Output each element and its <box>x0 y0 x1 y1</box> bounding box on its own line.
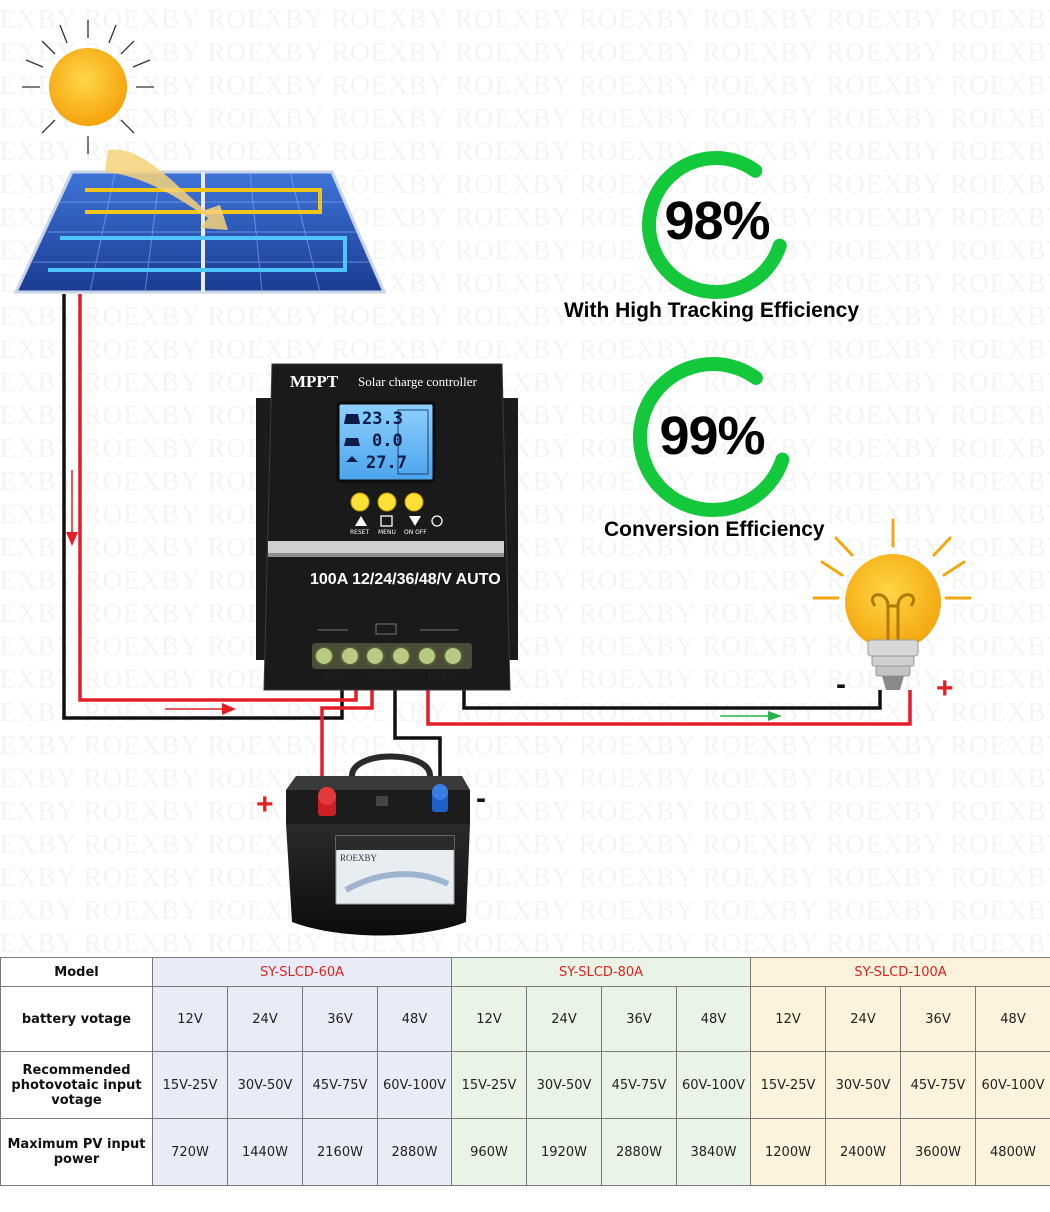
flow-arrows <box>66 470 782 721</box>
table-cell: 24V <box>825 986 901 1052</box>
table-cell: 30V-50V <box>526 1051 602 1119</box>
table-cell: 60V-100V <box>676 1051 751 1119</box>
battery-brand: ROEXBY <box>340 853 378 863</box>
table-cell: 60V-100V <box>974 1051 1050 1119</box>
lcd-value-battery: 27.7 <box>366 453 407 473</box>
row-header-max-pv-power: Maximum PV input power <box>0 1118 153 1186</box>
table-cell: 48V <box>377 986 452 1052</box>
battery-plus-sign: + <box>256 788 274 821</box>
table-cell: 15V-25V <box>750 1051 826 1119</box>
conversion-efficiency-ring <box>633 357 790 517</box>
table-row-pv-input-voltage: Recommended photovotaic input votage 15V… <box>0 1051 1050 1119</box>
table-cell: 4800W <box>974 1118 1050 1186</box>
table-cell: 12V <box>152 986 228 1052</box>
table-cell: 12V <box>451 986 527 1052</box>
button-label-onoff: ON OFF <box>404 529 427 536</box>
table-cell: 24V <box>227 986 303 1052</box>
controller-brand: MPPT <box>290 372 339 391</box>
table-cell: 1920W <box>526 1118 602 1186</box>
solar-panel-icon <box>13 149 387 294</box>
table-cell: 45V-75V <box>601 1051 677 1119</box>
table-cell: 2880W <box>601 1118 677 1186</box>
terminal-label-battery: Battery <box>368 670 409 683</box>
battery-minus-sign: - <box>476 782 486 815</box>
terminal-label-load: Load <box>428 670 455 683</box>
table-cell: 48V <box>974 986 1050 1052</box>
light-bulb-icon <box>812 518 972 690</box>
table-cell: 36V <box>900 986 976 1052</box>
sun-icon <box>22 20 154 154</box>
charge-controller <box>256 363 518 691</box>
table-cell: 3600W <box>900 1118 976 1186</box>
table-row-battery-voltage: battery votage 12V 24V 36V 48V 12V 24V 3… <box>0 986 1050 1052</box>
conversion-efficiency-value: 99% <box>659 406 765 466</box>
table-row-max-pv-power: Maximum PV input power 720W 1440W 2160W … <box>0 1118 1050 1186</box>
table-cell: 36V <box>601 986 677 1052</box>
wiring-diagram <box>13 20 972 936</box>
conversion-efficiency-caption: Conversion Efficiency <box>604 518 825 541</box>
table-cell: 1440W <box>227 1118 303 1186</box>
table-cell: 2880W <box>377 1118 452 1186</box>
lcd-value-solar: 23.3 <box>362 409 403 429</box>
tracking-efficiency-ring <box>642 151 787 299</box>
table-cell: 45V-75V <box>302 1051 378 1119</box>
table-cell: 48V <box>676 986 751 1052</box>
table-cell: 2400W <box>825 1118 901 1186</box>
table-cell: 15V-25V <box>451 1051 527 1119</box>
button-label-menu: MENU <box>378 529 396 536</box>
row-header-pv-input-voltage: Recommended photovotaic input votage <box>0 1051 153 1119</box>
controller-subtitle: Solar charge controller <box>358 374 477 389</box>
table-cell: 36V <box>302 986 378 1052</box>
row-header-battery-voltage: battery votage <box>0 986 153 1052</box>
table-cell: 2160W <box>302 1118 378 1186</box>
table-cell: 30V-50V <box>227 1051 303 1119</box>
button-label-reset: RESET <box>350 529 370 536</box>
load-minus-sign: - <box>836 668 846 701</box>
table-cell: 3840W <box>676 1118 751 1186</box>
table-row-model: Model SY-SLCD-60A SY-SLCD-80A SY-SLCD-10… <box>0 957 1050 987</box>
spec-table: Model SY-SLCD-60A SY-SLCD-80A SY-SLCD-10… <box>0 957 1050 1186</box>
terminal-screws <box>314 646 463 666</box>
lcd-value-current: 0.0 <box>372 431 403 451</box>
table-cell: 12V <box>750 986 826 1052</box>
load-plus-sign: + <box>936 672 954 705</box>
table-cell: 15V-25V <box>152 1051 228 1119</box>
row-header-model: Model <box>0 957 153 987</box>
table-cell: 30V-50V <box>825 1051 901 1119</box>
table-cell: 720W <box>152 1118 228 1186</box>
model-name-60a: SY-SLCD-60A <box>152 957 452 987</box>
table-cell: 45V-75V <box>900 1051 976 1119</box>
table-cell: 60V-100V <box>377 1051 452 1119</box>
tracking-efficiency-caption: With High Tracking Efficiency <box>564 299 860 322</box>
terminal-label-solar: Solar <box>322 670 351 683</box>
model-name-100a: SY-SLCD-100A <box>749 957 1050 987</box>
table-cell: 960W <box>451 1118 527 1186</box>
table-cell: 24V <box>526 986 602 1052</box>
model-name-80a: SY-SLCD-80A <box>451 957 751 987</box>
table-cell: 1200W <box>750 1118 826 1186</box>
battery-icon <box>286 753 470 936</box>
tracking-efficiency-value: 98% <box>664 191 770 251</box>
controller-model-text: 100A 12/24/36/48/V AUTO <box>310 571 501 588</box>
